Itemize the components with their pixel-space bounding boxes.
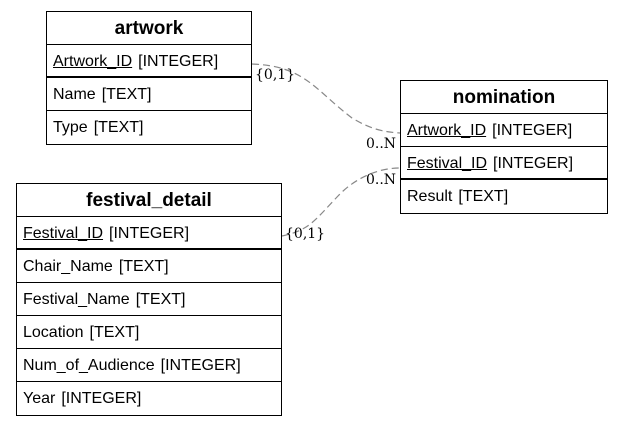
field-row: Year [INTEGER] xyxy=(17,382,281,415)
field-type: [TEXT] xyxy=(101,86,152,103)
entity-festival-detail[interactable]: festival_detail Festival_ID [INTEGER] Cha… xyxy=(16,183,282,416)
field-type: [TEXT] xyxy=(93,119,144,136)
field-row: Chair_Name [TEXT] xyxy=(17,250,281,283)
field-type: [INTEGER] xyxy=(493,155,574,172)
field-type: [INTEGER] xyxy=(492,122,573,139)
field-type: [TEXT] xyxy=(135,291,186,308)
field-type: [INTEGER] xyxy=(138,53,219,70)
cardinality-festival-side: {0,1} xyxy=(285,226,325,242)
field-name: Location xyxy=(23,324,84,341)
field-type: [TEXT] xyxy=(458,188,509,205)
entity-artwork[interactable]: artwork Artwork_ID [INTEGER] Name [TEXT] T… xyxy=(46,11,252,145)
field-row: Festival_ID [INTEGER] xyxy=(401,147,607,180)
field-type: [TEXT] xyxy=(89,324,140,341)
field-name: Name xyxy=(53,86,96,103)
field-name: Num_of_Audience xyxy=(23,357,155,374)
field-type: [INTEGER] xyxy=(160,357,241,374)
entity-nomination[interactable]: nomination Artwork_ID [INTEGER] Festival_… xyxy=(400,80,608,214)
cardinality-nomination-festival-side: 0..N xyxy=(366,172,396,188)
field-row: Festival_ID [INTEGER] xyxy=(17,217,281,250)
field-name: Festival_Name xyxy=(23,291,130,308)
cardinality-artwork-side: {0,1} xyxy=(255,67,295,83)
field-type: [INTEGER] xyxy=(109,225,190,242)
field-row: Artwork_ID [INTEGER] xyxy=(47,45,251,78)
field-row: Location [TEXT] xyxy=(17,316,281,349)
field-name: Year xyxy=(23,390,56,407)
field-name: Chair_Name xyxy=(23,258,113,275)
field-name: Festival_ID xyxy=(23,225,104,242)
field-name: Festival_ID xyxy=(407,155,488,172)
field-type: [INTEGER] xyxy=(61,390,142,407)
field-name: Artwork_ID xyxy=(53,53,133,70)
field-row: Type [TEXT] xyxy=(47,111,251,144)
entity-title-artwork: artwork xyxy=(47,12,251,45)
field-type: [TEXT] xyxy=(118,258,169,275)
field-name: Type xyxy=(53,119,88,136)
field-name: Artwork_ID xyxy=(407,122,487,139)
entity-title-festival-detail: festival_detail xyxy=(17,184,281,217)
field-row: Num_of_Audience [INTEGER] xyxy=(17,349,281,382)
field-name: Result xyxy=(407,188,453,205)
field-row: Artwork_ID [INTEGER] xyxy=(401,114,607,147)
entity-title-nomination: nomination xyxy=(401,81,607,114)
field-row: Festival_Name [TEXT] xyxy=(17,283,281,316)
relation-line-festival-nomination xyxy=(281,167,401,237)
field-row: Name [TEXT] xyxy=(47,78,251,111)
field-row: Result [TEXT] xyxy=(401,180,607,213)
relation-line-artwork-nomination xyxy=(251,63,401,134)
cardinality-nomination-artwork-side: 0..N xyxy=(366,136,396,152)
